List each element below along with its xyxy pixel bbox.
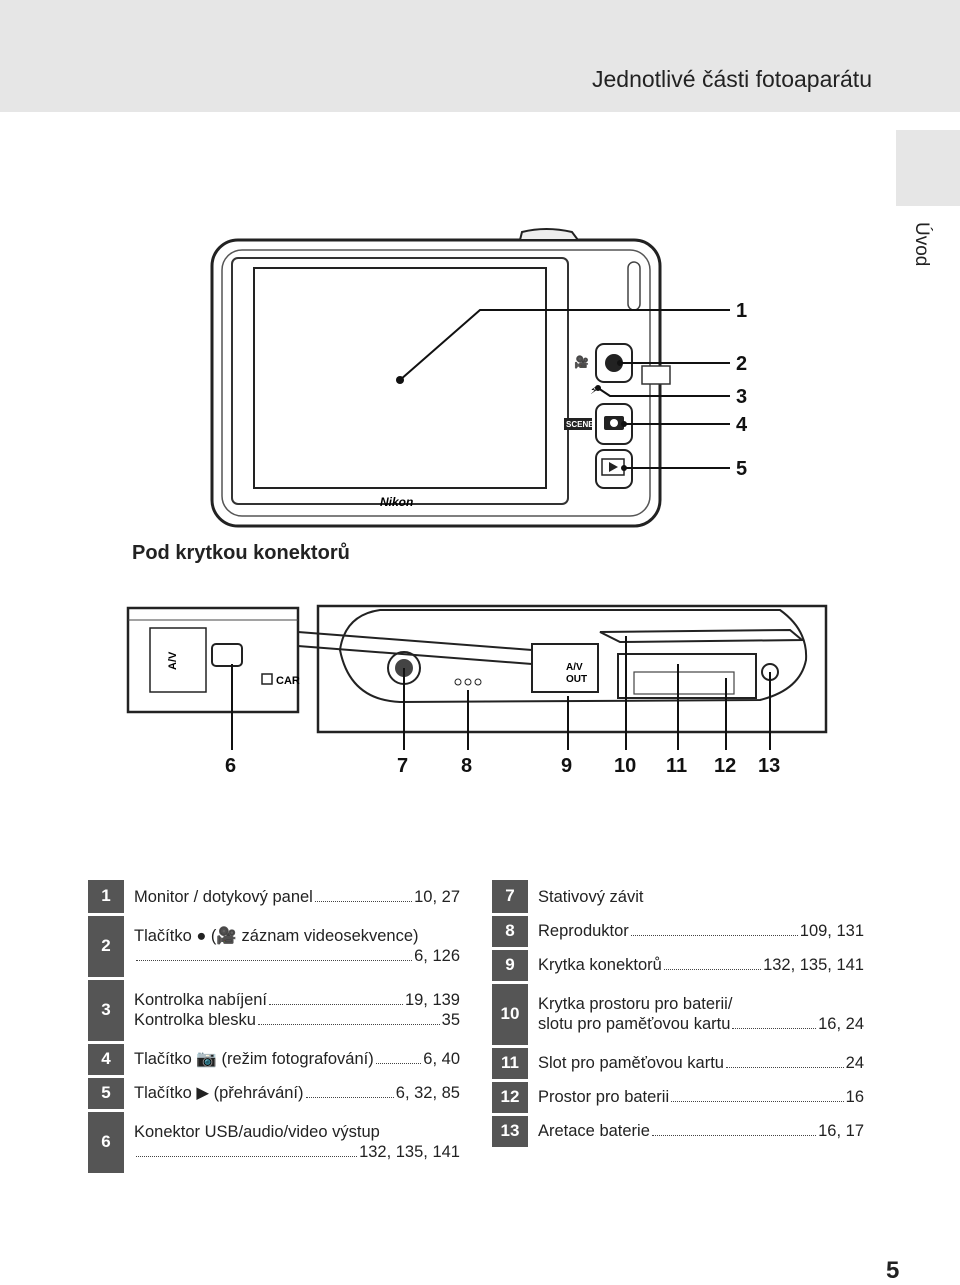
row-number: 8: [492, 914, 528, 950]
row-pages: 16, 24: [818, 1015, 864, 1033]
callout-12: 12: [714, 755, 736, 777]
row-number: 7: [492, 880, 528, 916]
row-pages: 6, 126: [414, 947, 460, 965]
table-row: 4 Tlačítko 📷 (režim fotografování) 6, 40: [88, 1042, 460, 1078]
left-parts-table: 1 Monitor / dotykový panel 10, 27 2 Tlačí…: [88, 880, 460, 1176]
play-icon: [609, 462, 618, 472]
row-pages: 6, 32, 85: [395, 1084, 460, 1102]
row-number: 4: [88, 1042, 124, 1078]
row-text: Tlačítko 📷 (režim fotografování): [134, 1050, 374, 1068]
card-label: CAR: [276, 675, 300, 687]
table-row: 2 Tlačítko ● (🎥 záznam videosekvence) 6,…: [88, 914, 460, 980]
row-pages: 35: [441, 1011, 460, 1029]
callout-6: 6: [225, 755, 236, 777]
row-number: 10: [492, 982, 528, 1048]
row-number: 2: [88, 914, 124, 980]
table-row: 7 Stativový závit: [492, 880, 864, 916]
callout-11: 11: [666, 755, 687, 777]
callout-2: 2: [736, 353, 747, 375]
callout-1: 1: [736, 300, 747, 322]
connector-cover: [531, 643, 599, 693]
subheading: Pod krytkou konektorů: [132, 542, 350, 564]
row-number: 9: [492, 948, 528, 984]
flash-lamp-icon: ⚡: [590, 384, 598, 397]
usb-port: [211, 643, 243, 667]
row-pages: 19, 139: [404, 991, 460, 1009]
row-number: 6: [88, 1110, 124, 1176]
row-text: Aretace baterie: [538, 1122, 650, 1140]
inset-av-label: A/V: [167, 651, 179, 670]
row-pages: 132, 135, 141: [763, 956, 864, 974]
callout-7: 7: [397, 755, 408, 777]
callout-13: 13: [758, 755, 780, 777]
row-number: 1: [88, 880, 124, 916]
table-row: 1 Monitor / dotykový panel 10, 27: [88, 880, 460, 916]
brand-logo: Nikon: [380, 495, 413, 509]
row-text: Slot pro paměťovou kartu: [538, 1054, 724, 1072]
row-pages: 109, 131: [799, 922, 864, 940]
record-dot-icon: [605, 354, 623, 372]
table-row: 12 Prostor pro baterii 16: [492, 1080, 864, 1116]
table-row: 3 Kontrolka nabíjení 19, 139 Kontrolka bl…: [88, 978, 460, 1044]
row-text: Prostor pro baterii: [538, 1088, 670, 1106]
row-text: Tlačítko ● (🎥 záznam videosekvence): [134, 927, 419, 945]
battery-compartment: [617, 653, 757, 699]
callout-3: 3: [736, 386, 747, 408]
callout-8: 8: [461, 755, 472, 777]
row-text: Monitor / dotykový panel: [134, 888, 313, 906]
row-pages: 6, 40: [423, 1050, 460, 1068]
row-text: Kontrolka blesku: [134, 1011, 256, 1029]
page-title: Jednotlivé části fotoaparátu: [591, 66, 872, 92]
row-number: 12: [492, 1080, 528, 1116]
table-row: 9 Krytka konektorů 132, 135, 141: [492, 948, 864, 984]
row-pages: 132, 135, 141: [359, 1143, 460, 1161]
row-number: 3: [88, 978, 124, 1044]
table-row: 11 Slot pro paměťovou kartu 24: [492, 1046, 864, 1082]
row-text: Reproduktor: [538, 922, 629, 940]
monitor-bezel: [231, 257, 569, 505]
table-row: 6 Konektor USB/audio/video výstup 132, 1…: [88, 1110, 460, 1176]
camera-figure: Nikon 🎥 ⚡ SCENE 1 2 3 4 5 A/V CAR A/V OU…: [126, 228, 828, 777]
row-text: Konektor USB/audio/video výstup: [134, 1123, 380, 1141]
table-row: 5 Tlačítko ▶ (přehrávání) 6, 32, 85: [88, 1076, 460, 1112]
row-number: 13: [492, 1114, 528, 1150]
row-text: Stativový závit: [538, 888, 644, 906]
row-number: 5: [88, 1076, 124, 1112]
callout-5: 5: [736, 458, 747, 480]
callout-10: 10: [614, 755, 636, 777]
cover-av-label: A/V: [566, 662, 583, 673]
row-text: Krytka konektorů: [538, 956, 662, 974]
table-row: 8 Reproduktor 109, 131: [492, 914, 864, 950]
row-text: slotu pro paměťovou kartu: [538, 1015, 731, 1033]
scene-badge: [564, 418, 592, 430]
table-row: 10 Krytka prostoru pro baterii/ slotu pr…: [492, 982, 864, 1048]
battery-cover: [599, 628, 805, 644]
header-band: [0, 0, 960, 112]
row-text: Tlačítko ▶ (přehrávání): [134, 1084, 304, 1102]
row-pages: 16: [845, 1088, 864, 1106]
movie-icon: 🎥: [574, 355, 589, 369]
row-number: 11: [492, 1046, 528, 1082]
callout-4: 4: [736, 414, 748, 436]
scene-label: SCENE: [566, 420, 594, 429]
shutter-button-shape: [518, 228, 580, 241]
row-text: Kontrolka nabíjení: [134, 991, 268, 1009]
page-number: 5: [886, 1257, 900, 1284]
row-pages: 16, 17: [818, 1122, 864, 1140]
table-row: 13 Aretace baterie 16, 17: [492, 1114, 864, 1150]
row-text: Krytka prostoru pro baterii/: [538, 995, 733, 1013]
row-pages: 24: [845, 1054, 864, 1072]
cover-out-label: OUT: [566, 674, 587, 685]
side-tab: [896, 130, 960, 206]
row-pages: 10, 27: [414, 888, 460, 906]
callout-9: 9: [561, 755, 572, 777]
